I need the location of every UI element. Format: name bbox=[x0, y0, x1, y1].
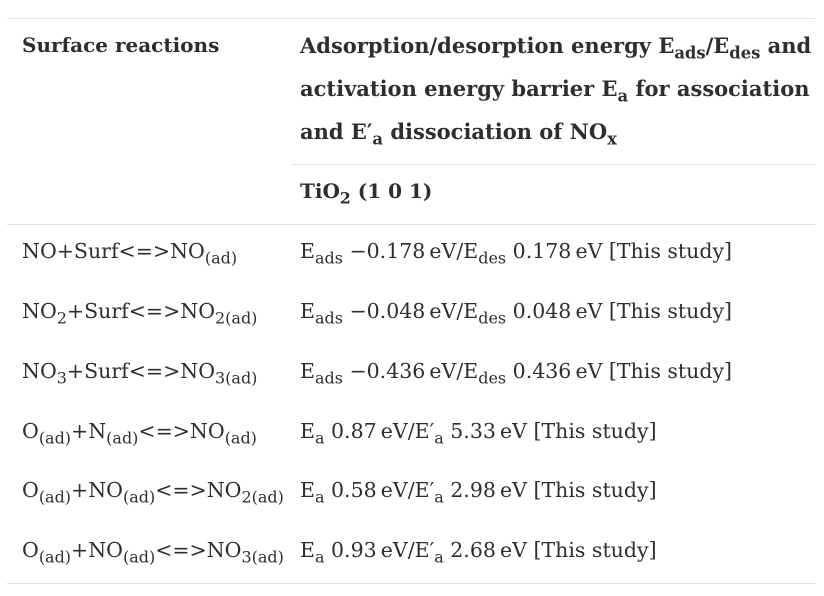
table-row-2-energy: Eads −0.048 eV/Edes 0.048 eV [This study… bbox=[300, 299, 733, 328]
table-row-5-energy: Ea 0.58 eV/E′a 2.98 eV [This study] bbox=[300, 478, 657, 507]
table-row-3-reaction: NO3+Surf<=>NO3(ad) bbox=[22, 359, 258, 388]
table-row-1-reaction: NO+Surf<=>NO(ad) bbox=[22, 239, 238, 268]
subheader-divider bbox=[292, 164, 815, 165]
table-row-2-reaction: NO2+Surf<=>NO2(ad) bbox=[22, 299, 258, 328]
table-row-5-reaction: O(ad)+NO(ad)<=>NO2(ad) bbox=[22, 478, 284, 507]
table-row-3-energy: Eads −0.436 eV/Edes 0.436 eV [This study… bbox=[300, 359, 733, 388]
table-row-6-energy: Ea 0.93 eV/E′a 2.68 eV [This study] bbox=[300, 538, 657, 567]
header-energy-line-3: and E′a dissociation of NOx bbox=[300, 119, 617, 149]
header-surface-reactions: Surface reactions bbox=[22, 33, 220, 57]
header-bottom-border bbox=[7, 224, 815, 225]
table-row-6-reaction: O(ad)+NO(ad)<=>NO3(ad) bbox=[22, 538, 284, 567]
table-top-border bbox=[7, 18, 815, 19]
subheader-tio2: TiO2 (1 0 1) bbox=[300, 179, 433, 208]
table-bottom-border bbox=[7, 583, 815, 584]
table-row-4-reaction: O(ad)+N(ad)<=>NO(ad) bbox=[22, 419, 257, 448]
table-row-4-energy: Ea 0.87 eV/E′a 5.33 eV [This study] bbox=[300, 419, 657, 448]
table-row-1-energy: Eads −0.178 eV/Edes 0.178 eV [This study… bbox=[300, 239, 733, 268]
header-energy-line-2: activation energy barrier Ea for associa… bbox=[300, 76, 810, 106]
header-energy-line-1: Adsorption/desorption energy Eads/Edes a… bbox=[300, 33, 812, 63]
